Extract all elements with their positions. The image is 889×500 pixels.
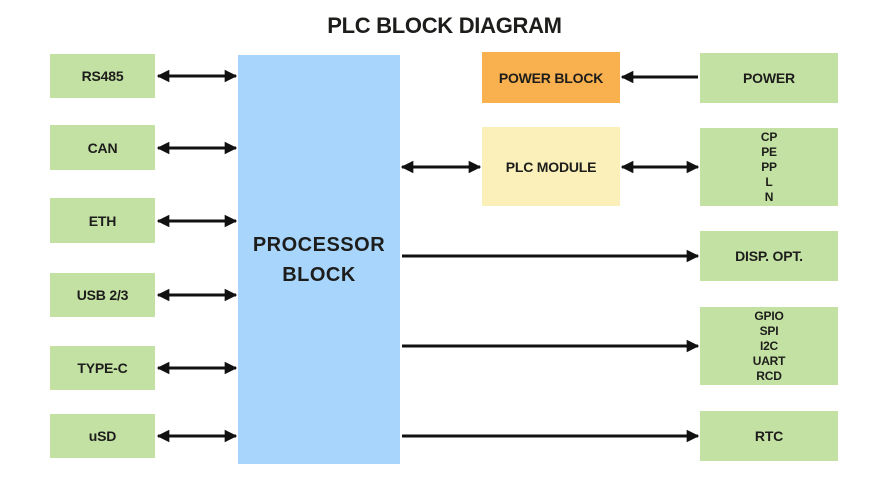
block-processor-label: PROCESSOR BLOCK — [253, 230, 385, 290]
peripheral-spi: SPI — [759, 323, 779, 338]
block-can-label: CAN — [87, 139, 118, 156]
peripheral-rcd: RCD — [756, 368, 782, 383]
block-rtc: RTC — [700, 411, 838, 461]
block-usb23-label: USB 2/3 — [76, 287, 129, 303]
peripheral-gpio: GPIO — [754, 308, 784, 323]
block-rs485-label: RS485 — [81, 68, 124, 84]
block-disp-opt: DISP. OPT. — [700, 231, 838, 281]
plc-signal-pe: PE — [761, 144, 777, 159]
peripheral-uart: UART — [752, 353, 786, 368]
block-processor-label-line2: BLOCK — [282, 263, 356, 286]
block-power-block: POWER BLOCK — [482, 52, 620, 103]
block-eth: ETH — [50, 198, 155, 243]
plc-signal-pp: PP — [761, 159, 777, 174]
block-processor: PROCESSOR BLOCK — [238, 55, 400, 464]
block-power: POWER — [700, 53, 838, 103]
block-can: CAN — [50, 125, 155, 170]
block-usd: uSD — [50, 414, 155, 458]
block-plc-signals-label: CP PE PP L N — [761, 130, 777, 205]
block-rs485: RS485 — [50, 54, 155, 98]
block-disp-opt-label: DISP. OPT. — [735, 248, 803, 264]
block-plc-module-label: PLC MODULE — [505, 158, 597, 175]
plc-signal-cp: CP — [760, 129, 778, 144]
block-peripherals: GPIO SPI I2C UART RCD — [700, 307, 838, 385]
block-rtc-label: RTC — [754, 428, 784, 444]
block-type-c: TYPE-C — [50, 346, 155, 390]
diagram-title: PLC BLOCK DIAGRAM — [327, 13, 562, 38]
plc-signal-n: N — [764, 189, 774, 204]
plc-signal-l: L — [765, 174, 773, 189]
block-peripherals-label: GPIO SPI I2C UART RCD — [753, 309, 786, 384]
block-processor-label-line1: PROCESSOR — [252, 233, 386, 256]
block-plc-module: PLC MODULE — [482, 127, 620, 206]
peripheral-i2c: I2C — [759, 338, 779, 353]
block-type-c-label: TYPE-C — [77, 360, 128, 376]
block-usd-label: uSD — [88, 428, 117, 444]
block-usb23: USB 2/3 — [50, 273, 155, 317]
block-power-label: POWER — [743, 70, 795, 86]
block-plc-signals: CP PE PP L N — [700, 128, 838, 206]
block-power-block-label: POWER BLOCK — [498, 69, 604, 86]
block-eth-label: ETH — [88, 212, 117, 229]
